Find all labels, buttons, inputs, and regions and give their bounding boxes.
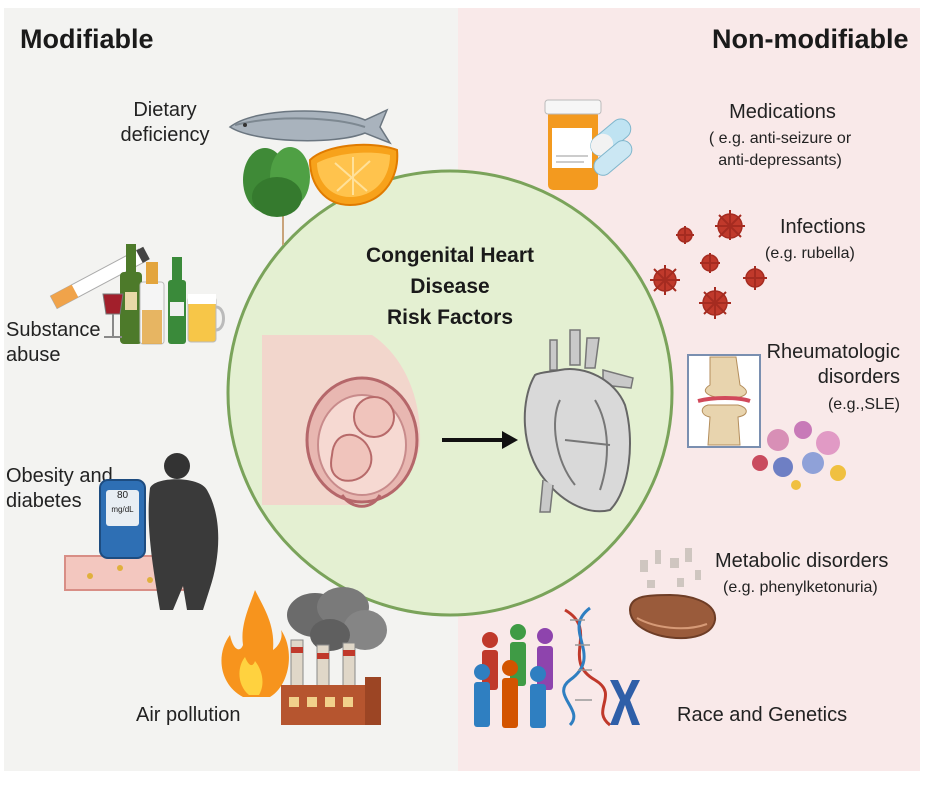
medications-title: Medications (729, 101, 836, 123)
race-genetics-title: Race and Genetics (677, 704, 848, 726)
virus-icon (650, 210, 767, 319)
joint-cells-icon (687, 354, 846, 490)
modifiable-heading: Modifiable (20, 24, 154, 54)
infections-title: Infections (780, 216, 866, 238)
dietary-line2: deficiency (120, 124, 210, 146)
dietary-line1: Dietary (133, 99, 197, 121)
air-pollution-label: Air pollution (136, 704, 241, 726)
obesity-line2: diabetes (6, 490, 82, 512)
arrow-icon (442, 431, 518, 449)
obesity-glucometer-icon (64, 453, 219, 610)
substance-line1: Substance (6, 319, 101, 341)
alcohol-cigarette-icon (49, 244, 225, 345)
metabolic-title: Metabolic disorders (715, 550, 889, 572)
infections-sub: (e.g. rubella) (765, 245, 855, 262)
dietary-label: Dietary deficiency (100, 98, 230, 148)
substance-label: Substance abuse (6, 318, 126, 368)
people-dna-icon (474, 606, 640, 728)
medications-sub: ( e.g. anti-seizure or anti-depressants) (665, 128, 895, 172)
factory-fire-icon (221, 587, 387, 725)
food-icon (228, 108, 399, 245)
pills-icon (544, 99, 633, 190)
metabolic-sub: (e.g. phenylketonuria) (723, 579, 878, 596)
center-title-line1: Congenital Heart (365, 244, 535, 267)
substance-line2: abuse (6, 344, 61, 366)
glucometer-unit: mg/dL (111, 505, 134, 514)
rheumatologic-title1: Rheumatologic (766, 341, 900, 363)
center-title-line3: Risk Factors (386, 306, 514, 329)
rheumatologic-sub: (e.g.,SLE) (827, 396, 900, 413)
obesity-label: Obesity and diabetes (6, 464, 136, 514)
center-title: Congenital Heart Disease Risk Factors (330, 240, 570, 333)
medications-sub2: anti-depressants) (718, 152, 842, 169)
mitochondria-icon (628, 548, 717, 640)
non-modifiable-heading: Non-modifiable (712, 24, 909, 54)
rheumatologic-title2: disorders (817, 366, 900, 388)
glucometer-value: 80 (116, 490, 129, 501)
heart-icon (523, 329, 634, 513)
center-title-line2: Disease (410, 275, 490, 298)
obesity-line1: Obesity and (6, 465, 113, 487)
medications-sub1: ( e.g. anti-seizure or (708, 130, 852, 147)
rheumatologic-title: Rheumatologic disorders (700, 340, 900, 390)
pregnancy-icon (262, 335, 421, 508)
